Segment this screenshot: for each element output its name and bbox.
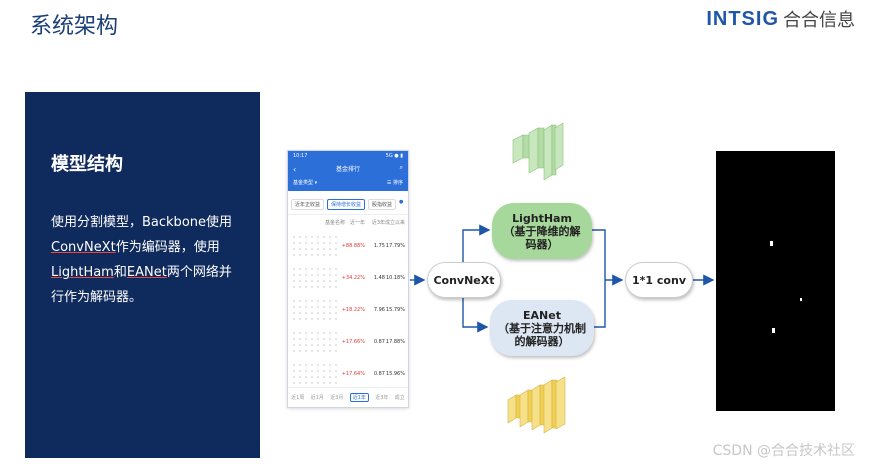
masked-text bbox=[291, 298, 341, 322]
row-pct: +17.64% bbox=[341, 371, 365, 377]
node-conv11: 1*1 conv bbox=[625, 262, 693, 298]
node-convnext: ConvNeXt bbox=[427, 262, 501, 298]
panel-description: 使用分割模型，Backbone使用 ConvNeXt作为编码器，使用 Light… bbox=[51, 210, 236, 310]
row-pct: +34.22% bbox=[341, 275, 365, 281]
desc-line-2: ConvNeXt作为编码器，使用 bbox=[51, 235, 236, 260]
model-structure-panel: 模型结构 使用分割模型，Backbone使用 ConvNeXt作为编码器，使用 … bbox=[25, 92, 260, 458]
footer-tab: 近3月 bbox=[330, 395, 344, 401]
col-header: 基金名称 bbox=[324, 220, 345, 226]
footer-tab: 近1月 bbox=[310, 395, 324, 401]
back-arrow-icon: ‹ bbox=[293, 165, 297, 174]
logo-text-cn: 合合信息 bbox=[783, 10, 855, 31]
phone-filter: 基金类型 ▾ bbox=[293, 180, 318, 186]
mask-blob bbox=[800, 298, 802, 301]
merge-line bbox=[592, 229, 606, 328]
row-value: 17.88% bbox=[385, 339, 405, 345]
panel-heading: 模型结构 bbox=[51, 154, 123, 175]
footer-tab: 成立 bbox=[394, 395, 405, 401]
eanet-title: EANet bbox=[523, 308, 561, 322]
phone-signal: 5G ● ▮ bbox=[385, 153, 403, 159]
desc-line-1: 使用分割模型，Backbone使用 bbox=[51, 215, 233, 230]
lightham-desc-2: 码器） bbox=[525, 237, 559, 251]
row-value: 0.87 bbox=[373, 339, 385, 345]
row-pct: +17.66% bbox=[341, 339, 365, 345]
row-value: 17.79% bbox=[385, 243, 405, 249]
slide-title: 系统架构 bbox=[30, 14, 119, 39]
term-convnext: ConvNeXt bbox=[51, 240, 116, 255]
phone-tab: 近年正收益 bbox=[291, 199, 325, 210]
col-header: 成立以来 bbox=[385, 220, 406, 226]
col-header: 近3年 bbox=[371, 220, 385, 226]
phone-header: 10:17 5G ● ▮ ‹ 基金排行 ⌕ 基金类型 ▾ ☰ 排序 bbox=[288, 151, 408, 191]
eanet-desc-2: 的解码器） bbox=[514, 334, 570, 348]
masked-text bbox=[291, 330, 341, 354]
node-lightham: LightHam （基于降维的解 码器） bbox=[492, 203, 592, 259]
row-value: 10.18% bbox=[385, 275, 405, 281]
phone-title: 基金排行 bbox=[335, 166, 360, 173]
watermark: CSDN @合合技术社区 bbox=[712, 443, 855, 459]
col-header: 近一年 bbox=[349, 220, 365, 226]
phone-time: 10:17 bbox=[293, 153, 308, 159]
term-lightham: LightHam bbox=[51, 265, 114, 280]
eanet-desc-1: （基于注意力机制 bbox=[498, 321, 586, 335]
desc-line-3-text: 两个网络并 bbox=[166, 265, 232, 280]
row-value: 1.48 bbox=[373, 275, 385, 281]
desc-line-3: LightHam和EANet两个网络并 bbox=[51, 260, 236, 285]
row-value: 15.96% bbox=[385, 371, 405, 377]
desc-line-2-text: 作为编码器，使用 bbox=[115, 240, 220, 255]
row-value: 1.75 bbox=[373, 243, 385, 249]
eanet-feature-blocks-icon bbox=[507, 376, 566, 434]
segmentation-output-mask bbox=[716, 151, 835, 411]
node-eanet: EANet （基于注意力机制 的解码器） bbox=[490, 300, 594, 356]
row-value: 0.87 bbox=[373, 371, 385, 377]
phone-footer-tabs: 近1周 近1月 近3月 近1年 近3年 成立 bbox=[288, 387, 408, 407]
lightham-desc-1: （基于降维的解 bbox=[503, 224, 581, 238]
company-logo: INTSIG 合合信息 bbox=[706, 6, 855, 32]
masked-text bbox=[291, 266, 341, 290]
masked-text bbox=[291, 362, 341, 386]
phone-tab-active: 保持增长收益 bbox=[327, 199, 366, 210]
search-icon: ⌕ bbox=[399, 164, 403, 171]
row-value: 15.79% bbox=[385, 307, 405, 313]
row-value: 7.96 bbox=[373, 307, 385, 313]
phone-sort: ☰ 排序 bbox=[386, 180, 403, 186]
footer-tab: 近1周 bbox=[291, 395, 305, 401]
mask-blob bbox=[770, 241, 773, 246]
phone-table-header: 基金名称 近一年 近3年 成立以来 bbox=[288, 215, 408, 230]
phone-filter-row: 基金类型 ▾ ☰ 排序 bbox=[293, 179, 403, 186]
row-pct: +18.22% bbox=[341, 307, 365, 313]
lightham-title: LightHam bbox=[512, 211, 572, 225]
footer-tab: 近3年 bbox=[375, 395, 389, 401]
term-eanet: EANet bbox=[126, 265, 167, 280]
row-pct: +88.88% bbox=[341, 243, 365, 249]
masked-text bbox=[291, 234, 341, 258]
desc-line-4: 行作为解码器。 bbox=[51, 290, 143, 305]
input-phone-screenshot: 10:17 5G ● ▮ ‹ 基金排行 ⌕ 基金类型 ▾ ☰ 排序 近年正收益 … bbox=[287, 150, 409, 408]
logo-text-en: INTSIG bbox=[706, 7, 779, 30]
phone-status-bar: 10:17 5G ● ▮ bbox=[293, 153, 403, 159]
footer-tab-active: 近1年 bbox=[349, 393, 369, 402]
phone-tab-dot: ● bbox=[399, 199, 404, 205]
phone-tab: 股指收益 bbox=[368, 199, 397, 210]
mask-blob bbox=[772, 328, 775, 333]
desc-line-3-and: 和 bbox=[113, 265, 127, 280]
lightham-feature-blocks-icon bbox=[512, 122, 564, 181]
phone-tabs: 近年正收益 保持增长收益 股指收益 ● bbox=[288, 191, 408, 215]
